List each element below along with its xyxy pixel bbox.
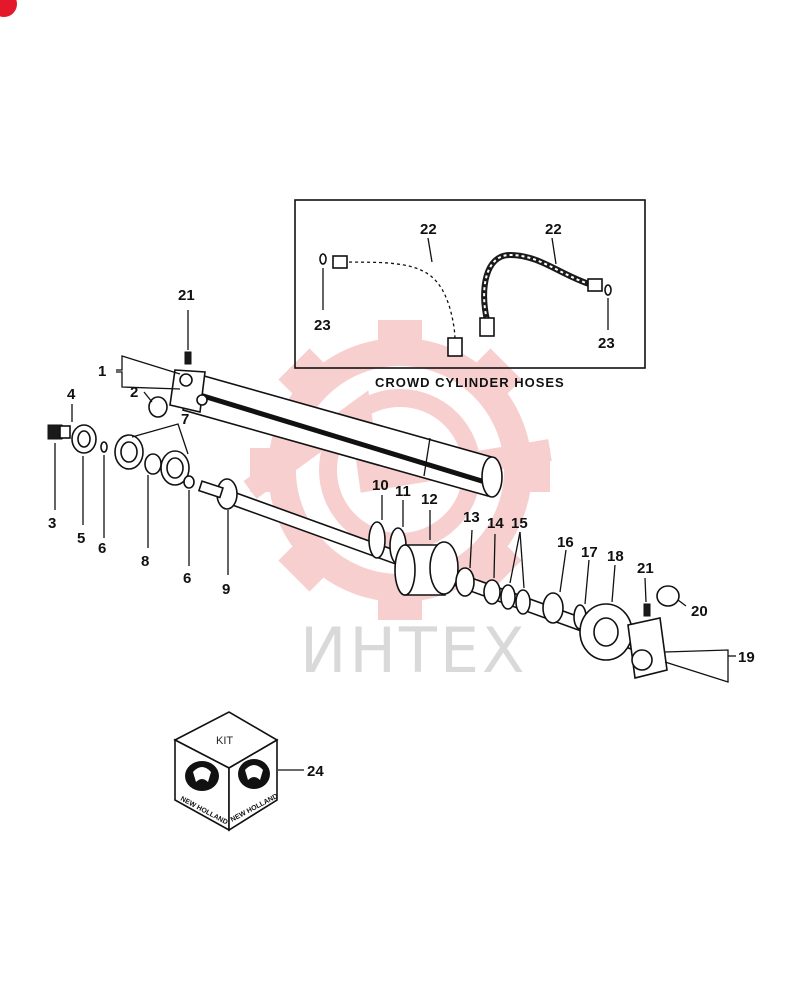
rod-end-19-icon bbox=[627, 603, 668, 679]
callout-11: 11 bbox=[395, 483, 411, 500]
bushing-2-icon bbox=[148, 396, 168, 418]
callout-23-left: 23 bbox=[314, 317, 331, 334]
watermark-text: ИНТЕХ bbox=[300, 614, 528, 687]
callout-5: 5 bbox=[77, 530, 85, 547]
left-parts bbox=[47, 424, 195, 489]
piston-18-icon bbox=[579, 603, 633, 661]
callout-6-right: 6 bbox=[183, 570, 191, 587]
callout-4: 4 bbox=[67, 386, 76, 403]
callout-12: 12 bbox=[421, 491, 438, 508]
oring-10-icon bbox=[368, 521, 386, 559]
callout-8: 8 bbox=[141, 553, 149, 570]
callout-10: 10 bbox=[372, 477, 389, 494]
callout-15: 15 bbox=[511, 515, 528, 532]
callout-13: 13 bbox=[463, 509, 480, 526]
callout-7: 7 bbox=[181, 411, 189, 428]
ring-15a-icon bbox=[500, 584, 516, 610]
ring-15b-icon bbox=[515, 589, 531, 615]
seal-13-icon bbox=[455, 567, 475, 597]
callout-20: 20 bbox=[691, 603, 708, 620]
callout-21-top: 21 bbox=[178, 287, 195, 304]
callout-1: 1 bbox=[98, 363, 106, 380]
gland-12-icon bbox=[394, 541, 459, 596]
callout-18: 18 bbox=[607, 548, 624, 565]
callout-17: 17 bbox=[581, 544, 598, 561]
callout-23-right: 23 bbox=[598, 335, 615, 352]
corner-badge-icon bbox=[0, 0, 17, 17]
callout-6-left: 6 bbox=[98, 540, 106, 557]
callout-22-right: 22 bbox=[545, 221, 562, 238]
new-holland-logo-right-icon bbox=[238, 759, 270, 789]
callout-16: 16 bbox=[557, 534, 574, 551]
kit-box: KIT NEW HOLLAND NEW HOLLAND 24 bbox=[173, 711, 324, 832]
ring-14-icon bbox=[483, 579, 501, 605]
callout-9: 9 bbox=[222, 581, 230, 598]
leaders bbox=[54, 310, 736, 683]
bushing-20-icon bbox=[656, 585, 680, 607]
callout-2: 2 bbox=[130, 384, 138, 401]
new-holland-logo-left-icon bbox=[185, 761, 219, 791]
hoses-title: CROWD CYLINDER HOSES bbox=[375, 375, 565, 390]
callout-24: 24 bbox=[307, 763, 324, 780]
seal-16-icon bbox=[542, 592, 564, 624]
callout-3: 3 bbox=[48, 515, 56, 532]
hoses-inset: 22 22 23 23 CROWD CYLINDER HOSES bbox=[294, 199, 646, 390]
callout-22-left: 22 bbox=[420, 221, 437, 238]
callout-14: 14 bbox=[487, 515, 504, 532]
kit-label: KIT bbox=[216, 735, 233, 747]
callout-21-right: 21 bbox=[637, 560, 654, 577]
callout-19: 19 bbox=[738, 649, 755, 666]
cylinder-barrel bbox=[169, 351, 503, 498]
